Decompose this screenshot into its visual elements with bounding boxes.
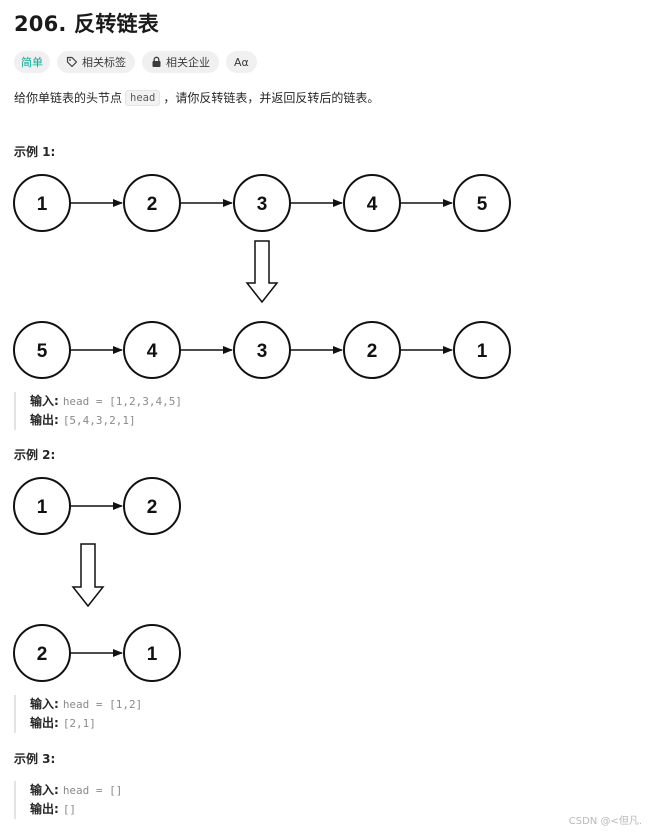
- example-1-after-list: 5 4 3 2 1: [13, 321, 511, 379]
- difficulty-badge[interactable]: 简单: [14, 51, 50, 73]
- list-node: [13, 477, 71, 535]
- related-companies-label: 相关企业: [166, 56, 210, 69]
- input-value: head = [1,2,3,4,5]: [62, 395, 183, 408]
- list-node: [123, 174, 181, 232]
- node-label: 4: [367, 194, 378, 215]
- tag-icon: [66, 56, 78, 68]
- down-arrow-icon: [245, 240, 279, 304]
- input-label: 输入:: [30, 697, 59, 711]
- node-label: 2: [367, 341, 378, 362]
- problem-title: 206. 反转链表: [14, 12, 159, 36]
- node-label: 1: [37, 194, 48, 215]
- node-label: 5: [477, 194, 488, 215]
- list-node: [13, 624, 71, 682]
- input-line: 输入: head = []: [30, 781, 122, 800]
- example-3-io: 输入: head = [] 输出: []: [14, 781, 122, 819]
- example-2-after-list: 2 1: [13, 624, 181, 682]
- example-2-io: 输入: head = [1,2] 输出: [2,1]: [14, 695, 142, 733]
- input-label: 输入:: [30, 783, 59, 797]
- output-label: 输出:: [30, 716, 59, 730]
- list-node: [453, 174, 511, 232]
- watermark: CSDN @<但凡.: [568, 816, 642, 827]
- problem-description: 给你单链表的头节点 head ，请你反转链表，并返回反转后的链表。: [14, 89, 379, 106]
- output-label: 输出:: [30, 802, 59, 816]
- related-companies-button[interactable]: 相关企业: [142, 51, 219, 73]
- description-text-after: ，请你反转链表，并返回反转后的链表。: [163, 91, 380, 105]
- node-label: 2: [37, 644, 48, 665]
- difficulty-label: 简单: [21, 56, 43, 69]
- input-line: 输入: head = [1,2]: [30, 695, 142, 714]
- node-label: 2: [147, 194, 158, 215]
- input-value: head = []: [62, 784, 123, 797]
- lock-icon: [151, 56, 162, 68]
- example-2-before-list: 1 2: [13, 477, 181, 535]
- tag-bar: 简单 相关标签 相关企业 Aα: [14, 51, 257, 73]
- list-node: [343, 174, 401, 232]
- example-1-title: 示例 1:: [14, 145, 56, 159]
- node-label: 1: [37, 497, 48, 518]
- output-value: [5,4,3,2,1]: [62, 414, 136, 427]
- list-node: [233, 321, 291, 379]
- font-toggle-icon: Aα: [234, 55, 249, 69]
- node-label: 1: [477, 341, 488, 362]
- related-tags-button[interactable]: 相关标签: [57, 51, 135, 73]
- list-node: [123, 477, 181, 535]
- output-value: [2,1]: [62, 717, 96, 730]
- node-label: 3: [257, 341, 268, 362]
- description-code: head: [125, 89, 161, 106]
- list-node: [13, 321, 71, 379]
- node-label: 5: [37, 341, 48, 362]
- list-node: [343, 321, 401, 379]
- list-node: [233, 174, 291, 232]
- node-label: 1: [147, 644, 158, 665]
- output-label: 输出:: [30, 413, 59, 427]
- example-1-before-list: 1 2 3 4 5: [13, 174, 511, 232]
- output-line: 输出: [2,1]: [30, 714, 142, 733]
- font-toggle-button[interactable]: Aα: [226, 51, 257, 73]
- list-node: [123, 624, 181, 682]
- input-value: head = [1,2]: [62, 698, 143, 711]
- output-value: []: [62, 803, 77, 816]
- list-node: [13, 174, 71, 232]
- output-line: 输出: []: [30, 800, 122, 819]
- example-2-title: 示例 2:: [14, 448, 56, 462]
- node-label: 4: [147, 341, 158, 362]
- node-label: 2: [147, 497, 158, 518]
- output-line: 输出: [5,4,3,2,1]: [30, 411, 182, 430]
- example-1-io: 输入: head = [1,2,3,4,5] 输出: [5,4,3,2,1]: [14, 392, 182, 430]
- node-label: 3: [257, 194, 268, 215]
- related-tags-label: 相关标签: [82, 56, 126, 69]
- description-text-before: 给你单链表的头节点: [14, 91, 123, 105]
- list-node: [453, 321, 511, 379]
- input-line: 输入: head = [1,2,3,4,5]: [30, 392, 182, 411]
- list-node: [123, 321, 181, 379]
- down-arrow-icon: [71, 543, 105, 608]
- example-3-title: 示例 3:: [14, 752, 56, 766]
- input-label: 输入:: [30, 394, 59, 408]
